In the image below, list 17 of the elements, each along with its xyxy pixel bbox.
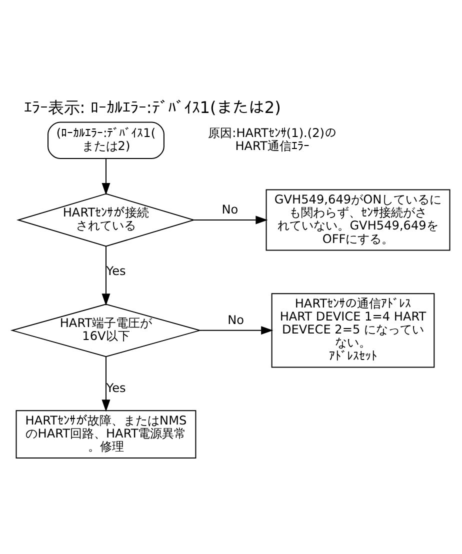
node-box: (ﾛｰｶﾙｴﾗｰ:ﾃﾞﾊﾞｲｽ1(または2) — [48, 122, 164, 160]
node-diamond: HART端子電圧が16V以下 — [10, 304, 202, 358]
node-box: HARTｾﾝｻの通信ｱﾄﾞﾚｽ HART DEVICE 1=4 HART DEVECE 2=5 になっていない。 ｱﾄﾞﾚｽｾｯﾄ — [271, 293, 435, 368]
edge-label: Yes — [106, 264, 126, 278]
edge-label: No — [228, 312, 244, 327]
node-box: HARTｾﾝｻが故障、またはNMSのHART回路、HART電源異常。修理 — [16, 410, 196, 458]
diagram-title: ｴﾗｰ表示: ﾛｰｶﾙｴﾗｰ:ﾃﾞﾊﾞｲｽ1(または2) — [24, 98, 281, 117]
label: 原因:HARTｾﾝｻ(1).(2)のHART通信ｴﾗｰ — [208, 126, 337, 154]
edge-label: Yes — [106, 381, 126, 396]
edge-label: No — [222, 202, 238, 217]
arrow — [102, 158, 110, 196]
arrow — [200, 326, 274, 335]
arrow — [102, 246, 110, 306]
node-box: GVH549,649がONしているにも関わらず、ｾﾝｻ接続がされていない。GVH549,649をOFFにする。 — [266, 189, 450, 251]
arrow — [194, 216, 268, 224]
arrow — [102, 356, 110, 412]
node-diamond: HARTｾﾝｻが接続されている — [16, 193, 196, 247]
